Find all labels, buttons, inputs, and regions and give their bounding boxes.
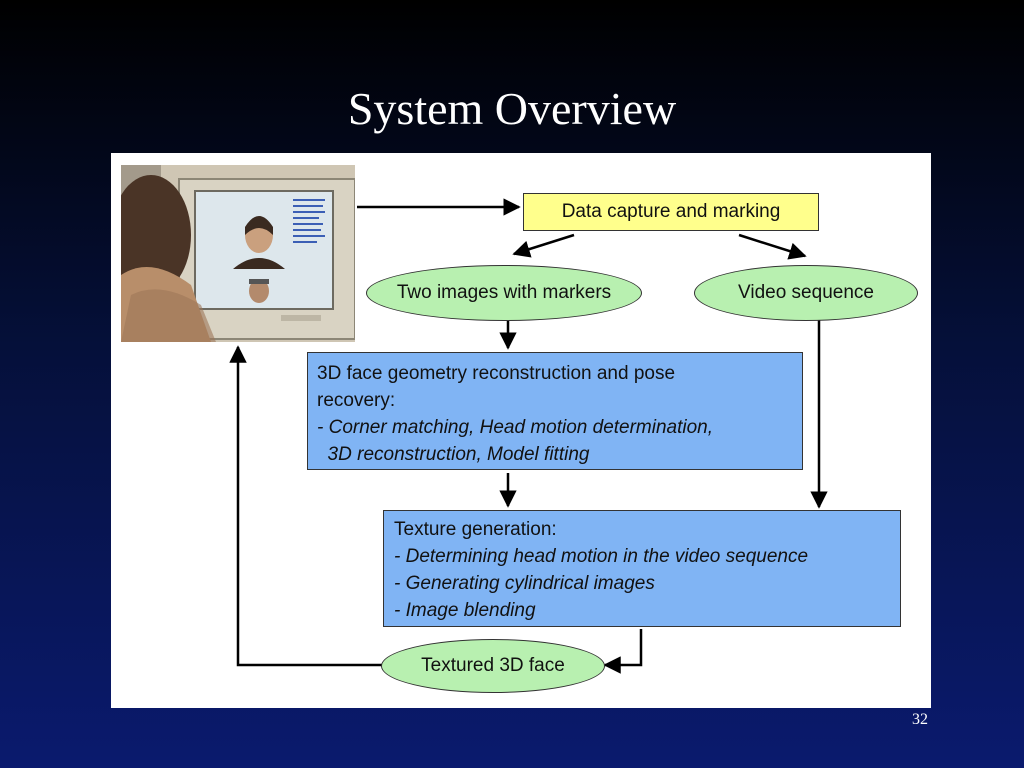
texture-item2: - Generating cylindrical images (394, 573, 655, 594)
data-capture-box: Data capture and marking (523, 193, 819, 231)
video-sequence-ellipse: Video sequence (694, 265, 918, 321)
reconstruction-item1: - Corner matching, Head motion determina… (317, 417, 714, 438)
textured-face-ellipse: Textured 3D face (381, 639, 605, 693)
arrow-texture-to-face (603, 629, 643, 674)
reconstruction-heading-line2: recovery: (317, 390, 396, 411)
texture-item3: - Image blending (394, 600, 536, 621)
slide-title: System Overview (347, 83, 677, 134)
arrow-capture-to-two-images (512, 233, 575, 258)
reconstruction-heading-line1: 3D face geometry reconstruction and pose (317, 363, 676, 384)
person-at-monitor-photo (121, 165, 355, 342)
arrow-capture-to-video (738, 233, 807, 260)
reconstruction-item2: 3D reconstruction, Model fitting (317, 444, 590, 465)
texture-heading: Texture generation: (394, 519, 557, 540)
diagram-panel: Data capture and marking Two images with… (111, 153, 931, 708)
texture-box: Texture generation: - Determining head m… (383, 510, 901, 627)
flow-arrows (229, 198, 828, 674)
page-number: 32 (912, 711, 928, 728)
texture-item1: - Determining head motion in the video s… (394, 546, 809, 567)
two-images-ellipse: Two images with markers (366, 265, 642, 321)
reconstruction-box: 3D face geometry reconstruction and pose… (307, 352, 803, 470)
arrow-face-to-photo (229, 345, 383, 667)
